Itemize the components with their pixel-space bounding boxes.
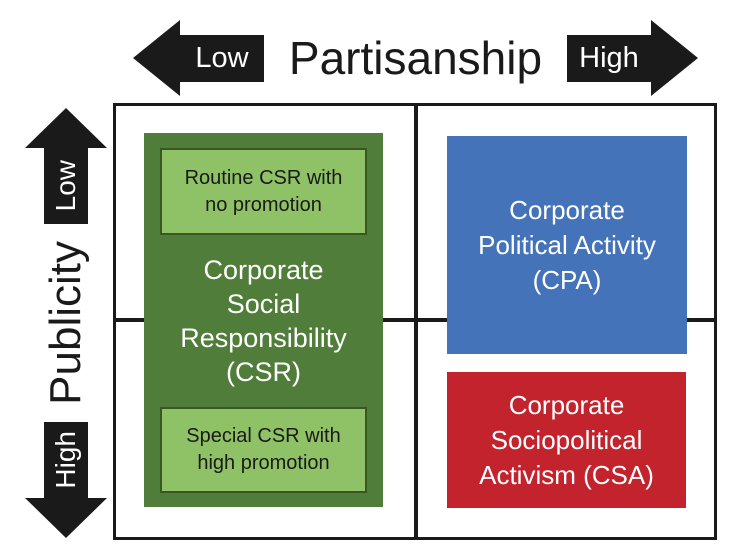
y-axis-high-label: High [50, 431, 81, 489]
y-axis-low-label: Low [50, 160, 81, 212]
x-axis-low-pill: Low [180, 34, 264, 82]
arrow-right-icon [651, 20, 698, 96]
cpa-title: Corporate Political Activity (CPA) [478, 194, 656, 295]
quadrant-csa: Corporate Sociopolitical Activism (CSA) [447, 372, 686, 508]
x-axis-title: Partisanship [288, 32, 543, 84]
grid-horizontal-divider [116, 318, 714, 322]
matrix-grid: Routine CSR with no promotion Corporate … [113, 103, 717, 540]
quadrant-csr: Routine CSR with no promotion Corporate … [144, 133, 383, 507]
csa-title: Corporate Sociopolitical Activism (CSA) [479, 389, 654, 490]
y-axis-title: Publicity [41, 241, 90, 405]
x-axis-high-pill: High [567, 34, 651, 82]
y-axis-low-pill: Low [44, 148, 88, 224]
csr-special-note: Special CSR with high promotion [160, 407, 367, 493]
arrow-down-icon [25, 498, 107, 538]
csr-title: Corporate Social Responsibility (CSR) [180, 255, 347, 387]
y-axis-title-wrap: Publicity [41, 224, 91, 422]
arrow-left-icon [133, 20, 180, 96]
x-axis-high-label: High [579, 41, 639, 74]
x-axis-low-label: Low [195, 41, 249, 74]
y-axis-arrow: Low Publicity High [25, 108, 107, 538]
x-axis-arrow: Low Partisanship High [133, 20, 698, 96]
y-axis-high-pill: High [44, 422, 88, 498]
csr-routine-note: Routine CSR with no promotion [160, 148, 367, 235]
quadrant-cpa: Corporate Political Activity (CPA) [447, 136, 687, 354]
arrow-up-icon [25, 108, 107, 148]
